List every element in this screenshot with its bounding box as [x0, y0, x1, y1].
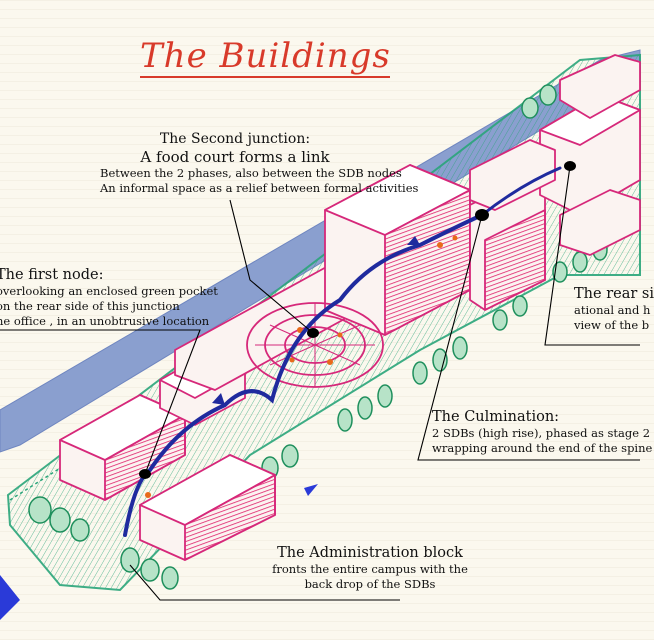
- spine-path: [123, 213, 484, 537]
- annotation-heading: The Administration block: [277, 545, 463, 561]
- annotation-rear: The rear si ational and h view of the b: [574, 285, 654, 333]
- annotation-line: on the rear side of this junction: [0, 299, 180, 313]
- spine-path-upper: [480, 166, 562, 217]
- annotation-line: back drop of the SDBs: [304, 577, 436, 591]
- annotation-heading: The Culmination:: [432, 409, 560, 425]
- annotation-heading: The Second junction:: [159, 131, 311, 147]
- annotation-subheading: A food court forms a link: [140, 148, 330, 166]
- annotation-line: he office , in an unobtrusive location: [0, 314, 210, 328]
- buildings: [59, 54, 641, 561]
- annotation-line: 2 SDBs (high rise), phased as stage 2: [432, 426, 651, 440]
- page-title: The Buildings: [140, 36, 391, 76]
- campus-sketch: [0, 49, 641, 620]
- annotation-line: wrapping around the end of the spine: [432, 441, 653, 455]
- entry-arrow-icon: [304, 484, 318, 496]
- annotation-culmination: The Culmination: 2 SDBs (high rise), pha…: [432, 408, 652, 456]
- annotation-line: fronts the entire campus with the: [272, 562, 468, 576]
- annotation-line: ational and h: [574, 303, 651, 317]
- leader-lines: [0, 165, 640, 601]
- annotation-line: overlooking an enclosed green pocket: [0, 284, 218, 298]
- annotation-line: An informal space as a relief between fo…: [100, 181, 419, 195]
- food-court-rotunda: [246, 302, 384, 388]
- annotation-heading: The first node:: [0, 267, 104, 283]
- annotation-administration: The Administration block fronts the enti…: [270, 544, 470, 592]
- annotation-line: view of the b: [574, 318, 650, 332]
- annotation-second-junction: The Second junction: A food court forms …: [100, 130, 419, 196]
- spine-arrowhead: [212, 393, 225, 405]
- orange-accents: [145, 235, 458, 498]
- annotation-first-node: The first node: overlooking an enclosed …: [0, 266, 218, 329]
- spine-arrowhead: [407, 236, 420, 245]
- annotation-line: Between the 2 phases, also between the S…: [100, 166, 402, 180]
- title-underline: [140, 76, 390, 78]
- annotation-heading: The rear si: [574, 286, 654, 302]
- direction-arrow-icon: [0, 575, 20, 620]
